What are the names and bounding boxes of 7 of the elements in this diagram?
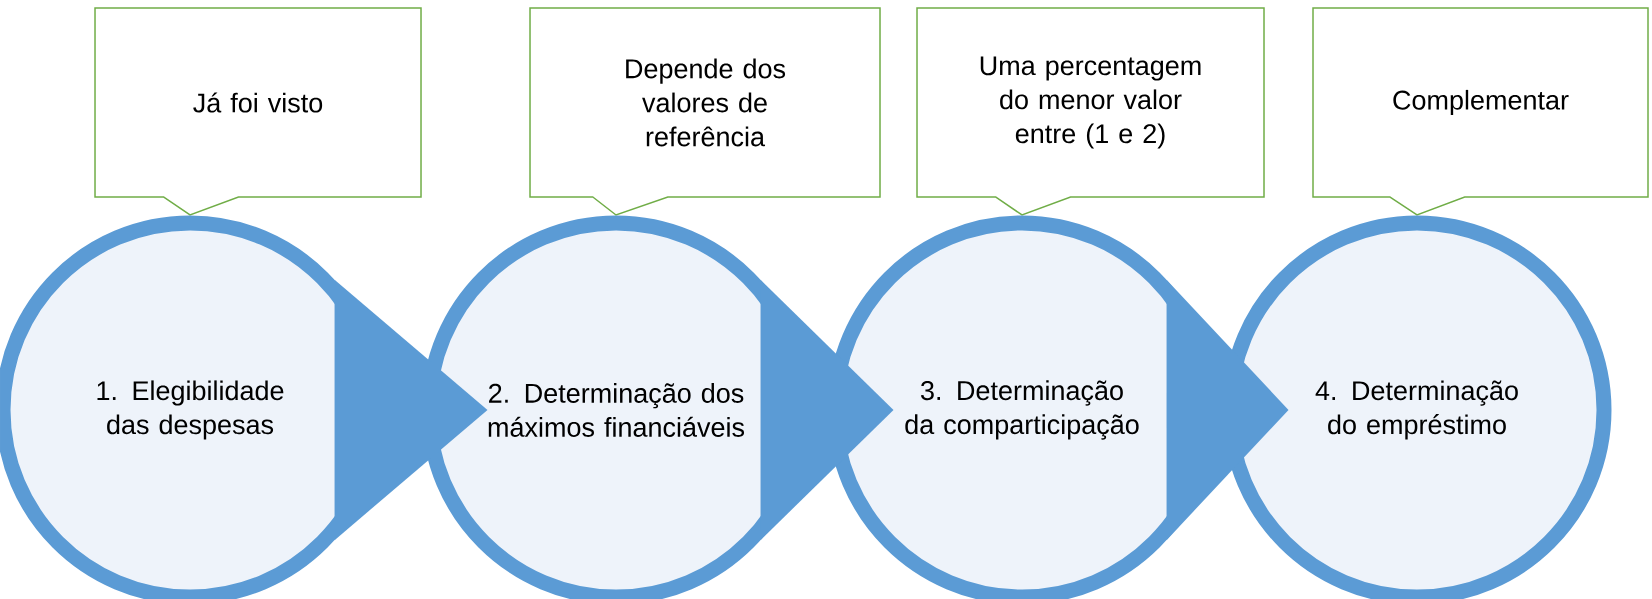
- chevron-arrow: [1166, 279, 1289, 541]
- callout-box: Já foi visto: [94, 7, 422, 216]
- chevron-arrow: [760, 279, 894, 541]
- callout-box: Depende dos valores de referência: [529, 7, 881, 216]
- chevron-arrow: [334, 279, 488, 541]
- callout-box: Uma percentagem do menor valor entre (1 e 2): [916, 7, 1265, 216]
- callout-box: Complementar: [1312, 7, 1649, 216]
